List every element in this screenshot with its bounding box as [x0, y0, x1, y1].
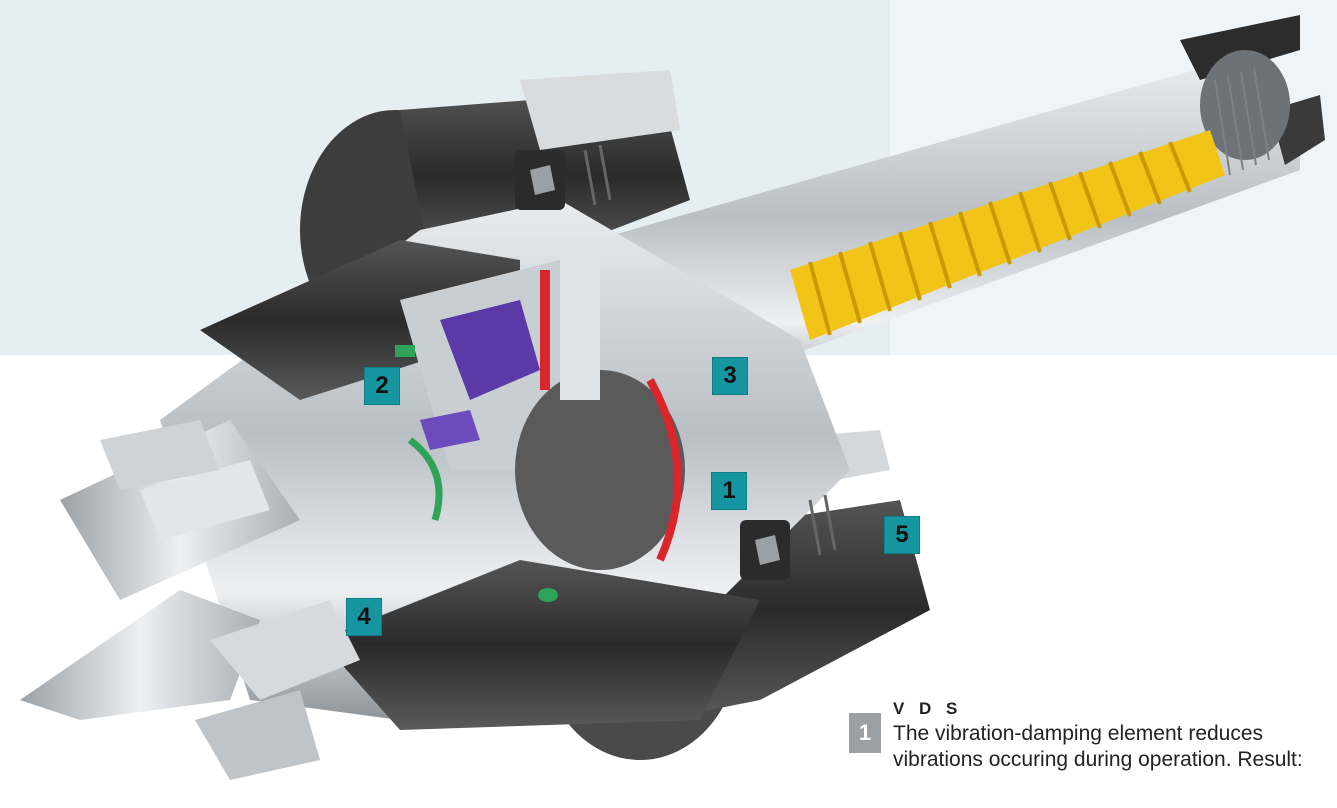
- callout-4: 4: [346, 598, 382, 636]
- callout-5: 5: [884, 516, 920, 554]
- legend-number-badge: 1: [849, 713, 881, 753]
- callout-3: 3: [712, 357, 748, 395]
- legend-title: V D S: [893, 699, 963, 718]
- spring: [790, 130, 1225, 340]
- center-tips: [20, 420, 360, 780]
- housing-body: [160, 144, 850, 730]
- legend-vds: 1 V D S The vibration-damping element re…: [849, 699, 1329, 803]
- legend-description: The vibration-damping element reduces vi…: [893, 722, 1303, 771]
- callout-2: 2: [364, 367, 400, 405]
- callout-1: 1: [711, 472, 747, 510]
